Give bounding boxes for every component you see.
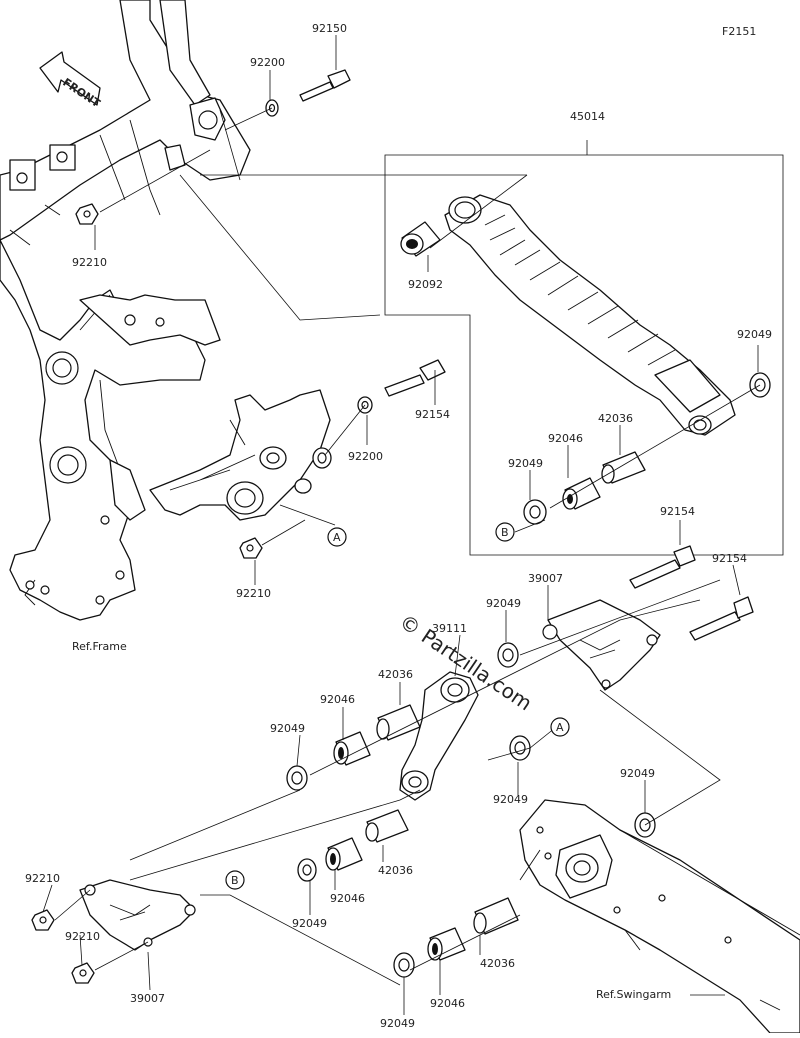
part-label-92049-linkA: 92049 xyxy=(493,793,528,806)
ref-swingarm-label: Ref.Swingarm xyxy=(596,988,671,1001)
lower-frame-mount xyxy=(149,389,332,521)
marker-b-label-lower: B xyxy=(231,874,239,887)
marker-a-circle: A xyxy=(327,527,347,547)
part-label-92200-top: 92200 xyxy=(250,56,285,69)
shock-lower-hardware xyxy=(514,372,771,533)
part-label-92049-bot: 92049 xyxy=(380,1017,415,1030)
rocker-arm xyxy=(399,671,479,801)
shock-group-bracket xyxy=(384,154,784,556)
figure-code: F2151 xyxy=(722,25,756,38)
label-leaders xyxy=(42,35,759,1015)
marker-a-label-rocker: A xyxy=(556,721,564,734)
shock-absorber xyxy=(444,194,736,436)
tie-rod-lower xyxy=(31,879,196,984)
mid-mount-hardware xyxy=(239,359,446,559)
part-label-92049-low: 92049 xyxy=(292,917,327,930)
part-label-92049-shock: 92049 xyxy=(737,328,772,341)
part-label-92210-bl1: 92210 xyxy=(25,872,60,885)
tie-rod-upper xyxy=(542,545,754,691)
ref-frame-label: Ref.Frame xyxy=(72,640,127,653)
part-label-42036-low: 42036 xyxy=(378,864,413,877)
part-label-92210-mid: 92210 xyxy=(236,587,271,600)
part-label-92092: 92092 xyxy=(408,278,443,291)
marker-a-label: A xyxy=(333,531,341,544)
marker-b-circle: B xyxy=(495,522,515,542)
front-direction-arrow: FRONT xyxy=(39,51,103,110)
part-label-39007-top: 39007 xyxy=(528,572,563,585)
swingarm-lower-hardware xyxy=(393,897,521,978)
part-label-92154-r2: 92154 xyxy=(712,552,747,565)
part-label-92200-mid: 92200 xyxy=(348,450,383,463)
part-label-92150: 92150 xyxy=(312,22,347,35)
part-label-39007-bot: 39007 xyxy=(130,992,165,1005)
part-label-92049-shock-b: 92049 xyxy=(508,457,543,470)
rocker-hardware xyxy=(129,579,721,861)
part-label-92046-bot: 92046 xyxy=(430,997,465,1010)
marker-b-label: B xyxy=(501,526,509,539)
part-label-92154-mid: 92154 xyxy=(415,408,450,421)
part-label-92046-link: 92046 xyxy=(320,693,355,706)
part-label-92046-low: 92046 xyxy=(330,892,365,905)
part-label-92046-shock: 92046 xyxy=(548,432,583,445)
part-label-92049-swingarm: 92049 xyxy=(620,767,655,780)
part-label-92049-link2: 92049 xyxy=(270,722,305,735)
part-label-92154-r1: 92154 xyxy=(660,505,695,518)
upper-mount-hardware xyxy=(75,69,381,321)
part-label-92049-link1: 92049 xyxy=(486,597,521,610)
marker-a-circle-rocker: A xyxy=(550,717,570,737)
part-label-92210-bl2: 92210 xyxy=(65,930,100,943)
part-label-42036-shock: 42036 xyxy=(598,412,633,425)
frame-assembly xyxy=(0,0,251,621)
part-label-45014: 45014 xyxy=(570,110,605,123)
marker-b-circle-lower: B xyxy=(225,870,245,890)
part-label-92210-top: 92210 xyxy=(72,256,107,269)
swingarm xyxy=(519,689,800,1034)
part-label-42036-bot: 42036 xyxy=(480,957,515,970)
part-label-39111: 39111 xyxy=(432,622,467,635)
rocker-lower-hardware xyxy=(129,789,421,986)
shock-bushing-92092 xyxy=(400,174,528,257)
part-label-42036-link: 42036 xyxy=(378,668,413,681)
